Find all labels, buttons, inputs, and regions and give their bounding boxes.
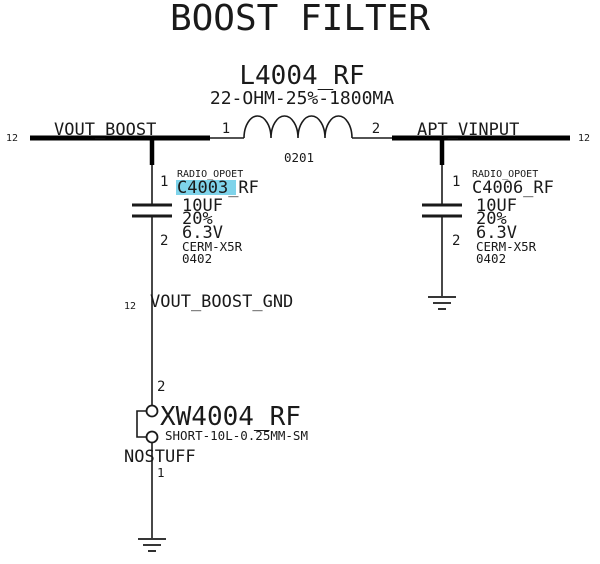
xw-terminal-bottom[interactable]	[145, 430, 159, 444]
ground-symbol-left	[138, 538, 166, 552]
inductor-pin1: 1	[222, 121, 230, 137]
cap-left-package: 0402	[182, 251, 212, 266]
cap-right-tolerance: 20%	[476, 209, 507, 229]
inductor-pin2: 2	[372, 121, 380, 137]
cap-left-value: 10UF	[182, 196, 223, 216]
cap-right-voltage: 6.3V	[476, 223, 517, 243]
cap-left-tolerance: 20%	[182, 209, 213, 229]
ground-net-label: VOUT_BOOST_GND	[150, 292, 293, 312]
diagram-title: BOOST FILTER	[170, 0, 430, 39]
inductor-refdes: L4004_RF	[239, 61, 364, 91]
inductor-package: 0201	[284, 150, 314, 165]
xw-pin-bottom: 1	[157, 465, 165, 480]
cap-left-refdes-suffix: _RF	[228, 178, 259, 198]
xw-terminal-top[interactable]	[145, 404, 159, 418]
cap-left-pin2: 2	[160, 233, 168, 249]
cap-right-refdes[interactable]: C4006_RF	[472, 178, 554, 198]
cap-right-pin1: 1	[452, 174, 460, 190]
cap-left-refdes[interactable]: C4003_RF	[177, 178, 259, 198]
inductor-value: 22-OHM-25%-1800MA	[210, 88, 394, 109]
cap-left-refdes-highlight	[176, 180, 236, 195]
cap-right-package: 0402	[476, 251, 506, 266]
cap-right-pin2: 2	[452, 233, 460, 249]
inductor-coil-symbol[interactable]	[243, 115, 353, 139]
net-label-apt-vinput: APT_VINPUT	[417, 120, 519, 140]
page-ref-right: 12	[578, 133, 590, 144]
ground-symbol-right	[428, 296, 456, 310]
ground-net-page-ref: 12	[124, 301, 136, 312]
cap-right-tag: RADIO_OPOET	[472, 169, 538, 180]
xw-short-bracket	[136, 410, 146, 438]
cap-right-value: 10UF	[476, 196, 517, 216]
net-label-vout-boost: VOUT_BOOST	[54, 120, 156, 140]
cap-left-dielectric: CERM-X5R	[182, 239, 243, 254]
xw-value: SHORT-10L-0.25MM-SM	[165, 428, 308, 443]
cap-left-pin1: 1	[160, 174, 168, 190]
cap-left-refdes-highlighted: C4003	[177, 178, 228, 198]
page-ref-left: 12	[6, 133, 18, 144]
xw-note: NOSTUFF	[124, 447, 196, 467]
xw-refdes[interactable]: XW4004_RF	[160, 402, 301, 432]
cap-left-tag: RADIO_OPOET	[177, 169, 243, 180]
cap-left-voltage: 6.3V	[182, 223, 223, 243]
cap-right-dielectric: CERM-X5R	[476, 239, 537, 254]
xw-pin-top: 2	[157, 379, 165, 395]
